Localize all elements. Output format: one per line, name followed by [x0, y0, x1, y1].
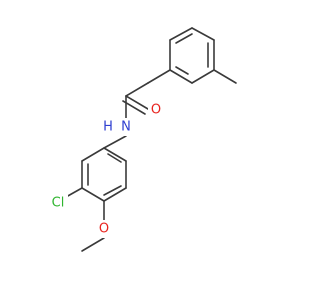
bond-ch2-to-carbonyl [125, 82, 149, 97]
oxygen-methoxy-label: O [99, 222, 109, 237]
bond-ring-top-2 [191, 27, 215, 41]
molecule-structure: O N H Cl O [48, 27, 237, 252]
bond-ring-top-double-c [175, 66, 189, 75]
bond-ring-top-4 [191, 69, 215, 84]
atom-label-layer: O N H Cl O [48, 101, 164, 238]
bond-ring-bottom-4 [81, 187, 105, 202]
bond-methyl-top [213, 69, 237, 84]
bond-ring-bottom-3 [103, 187, 127, 202]
bond-methoxy-o-to-ch3 [81, 237, 105, 252]
chlorine-bg [48, 194, 68, 212]
bond-ring-bottom-double-a [107, 153, 122, 163]
chlorine-label: Cl [52, 196, 65, 211]
nitrogen-amide-bg [118, 118, 134, 136]
hydrogen-amide-label: H [103, 120, 113, 135]
bond-ring-top-double-a [175, 33, 193, 44]
nitrogen-amide-label: N [121, 120, 131, 135]
oxygen-carbonyl-bg [148, 101, 164, 119]
bond-layer [65, 27, 237, 252]
bond-ring-bottom-1 [103, 147, 127, 162]
bond-ring-bottom-6 [81, 147, 105, 162]
bond-ring-to-ch2 [147, 69, 171, 84]
oxygen-carbonyl-label: O [151, 103, 161, 118]
bond-n-ring [103, 135, 127, 149]
bond-carbonyl-o-1 [125, 95, 149, 110]
bond-ring-top-5 [169, 69, 193, 84]
bond-ring-to-cl [65, 187, 83, 198]
oxygen-methoxy-bg [96, 220, 112, 238]
hydrogen-amide-bg [101, 118, 115, 136]
bond-ring-top-1 [169, 27, 193, 41]
bond-ring-bottom-double-b [103, 185, 122, 196]
